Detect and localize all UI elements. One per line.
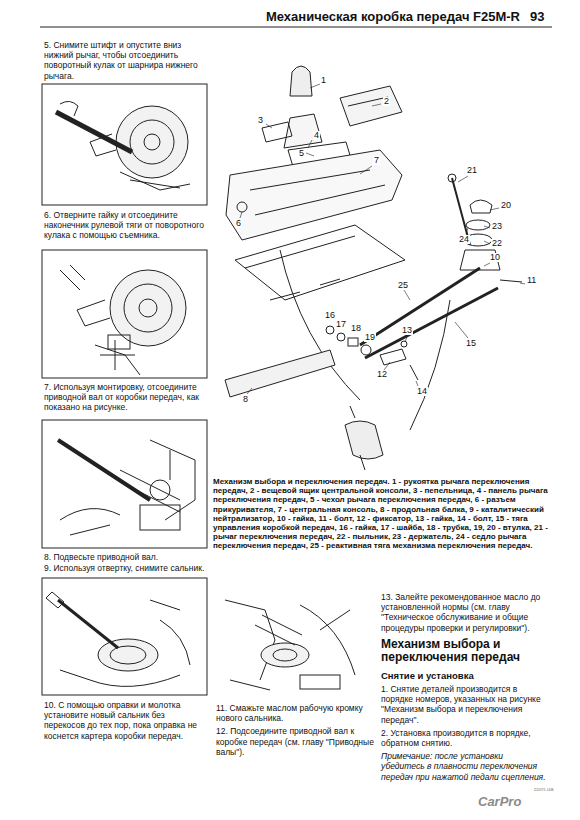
figure-oil-seal (42, 578, 207, 695)
watermark: CarPro (478, 794, 521, 810)
figure-seal-install (225, 600, 355, 690)
watermark: com.ua (534, 786, 554, 793)
step-text: 11. Смажьте маслом рабочую кромку нового… (216, 703, 374, 723)
callout-number: 6 (235, 219, 242, 228)
subsection-heading: Снятие и установка (381, 670, 546, 681)
step-text: 7. Используя монтировку, отсоедините при… (44, 382, 207, 413)
callout-number: 4 (313, 131, 320, 140)
figure-caption: Механизм выбора и переключения передач. … (213, 477, 548, 551)
callout-number: 2 (383, 97, 390, 106)
callout-number: 7 (373, 156, 380, 165)
callout-number: 24 (458, 235, 470, 244)
callout-number: 16 (324, 311, 336, 320)
callout-number: 12 (376, 370, 388, 379)
gearshift-exploded-view (225, 66, 522, 470)
step-text: 5. Снимите штифт и опустите вниз нижний … (44, 40, 207, 81)
callout-number: 10 (489, 253, 501, 262)
callout-number: 19 (364, 333, 376, 342)
callout-number: 13 (401, 326, 413, 335)
note-text: Примечание: после установки убедитесь в … (381, 751, 546, 782)
page-header: Механическая коробка передач F25M-R (190, 9, 520, 25)
callout-number: 17 (335, 320, 347, 329)
callout-number: 21 (466, 166, 478, 175)
section-heading: Механизм выбора и переключения передач (381, 638, 546, 665)
callout-number: 22 (491, 239, 503, 248)
callout-number: 3 (257, 116, 264, 125)
callout-number: 23 (491, 222, 503, 231)
figure-tie-rod (42, 250, 207, 378)
callout-number: 18 (350, 324, 362, 333)
figure-pry-bar (42, 420, 207, 548)
callout-number: 25 (397, 281, 409, 290)
figure-lower-arm (42, 84, 207, 205)
step-text: 1. Снятие деталей производится в порядке… (381, 684, 546, 725)
header-rule (40, 26, 552, 27)
callout-number: 14 (416, 387, 428, 396)
callout-number: 8 (242, 395, 249, 404)
callout-number: 5 (298, 149, 305, 158)
step-text: 8. Подвесьте приводной вал. (44, 552, 207, 562)
callout-number: 11 (526, 276, 537, 285)
step-text: 6. Отверните гайку и отсоедините наконеч… (44, 210, 207, 241)
page-number: 93 (530, 9, 560, 25)
leader-lines (240, 84, 525, 394)
step-text: 10. С помощью оправки и молотка установи… (44, 700, 207, 741)
step-text: 12. Подсоедините приводной вал к коробке… (216, 726, 374, 757)
step-text: 13. Залейте рекомендованное масло до уст… (381, 592, 546, 633)
callout-number: 1 (320, 76, 327, 85)
step-text: 9. Используя отвертку, снимите сальник. (44, 563, 207, 573)
callout-number: 20 (500, 201, 512, 210)
step-text: 2. Установка производится в порядке, обр… (381, 728, 546, 748)
callout-number: 15 (465, 339, 477, 348)
